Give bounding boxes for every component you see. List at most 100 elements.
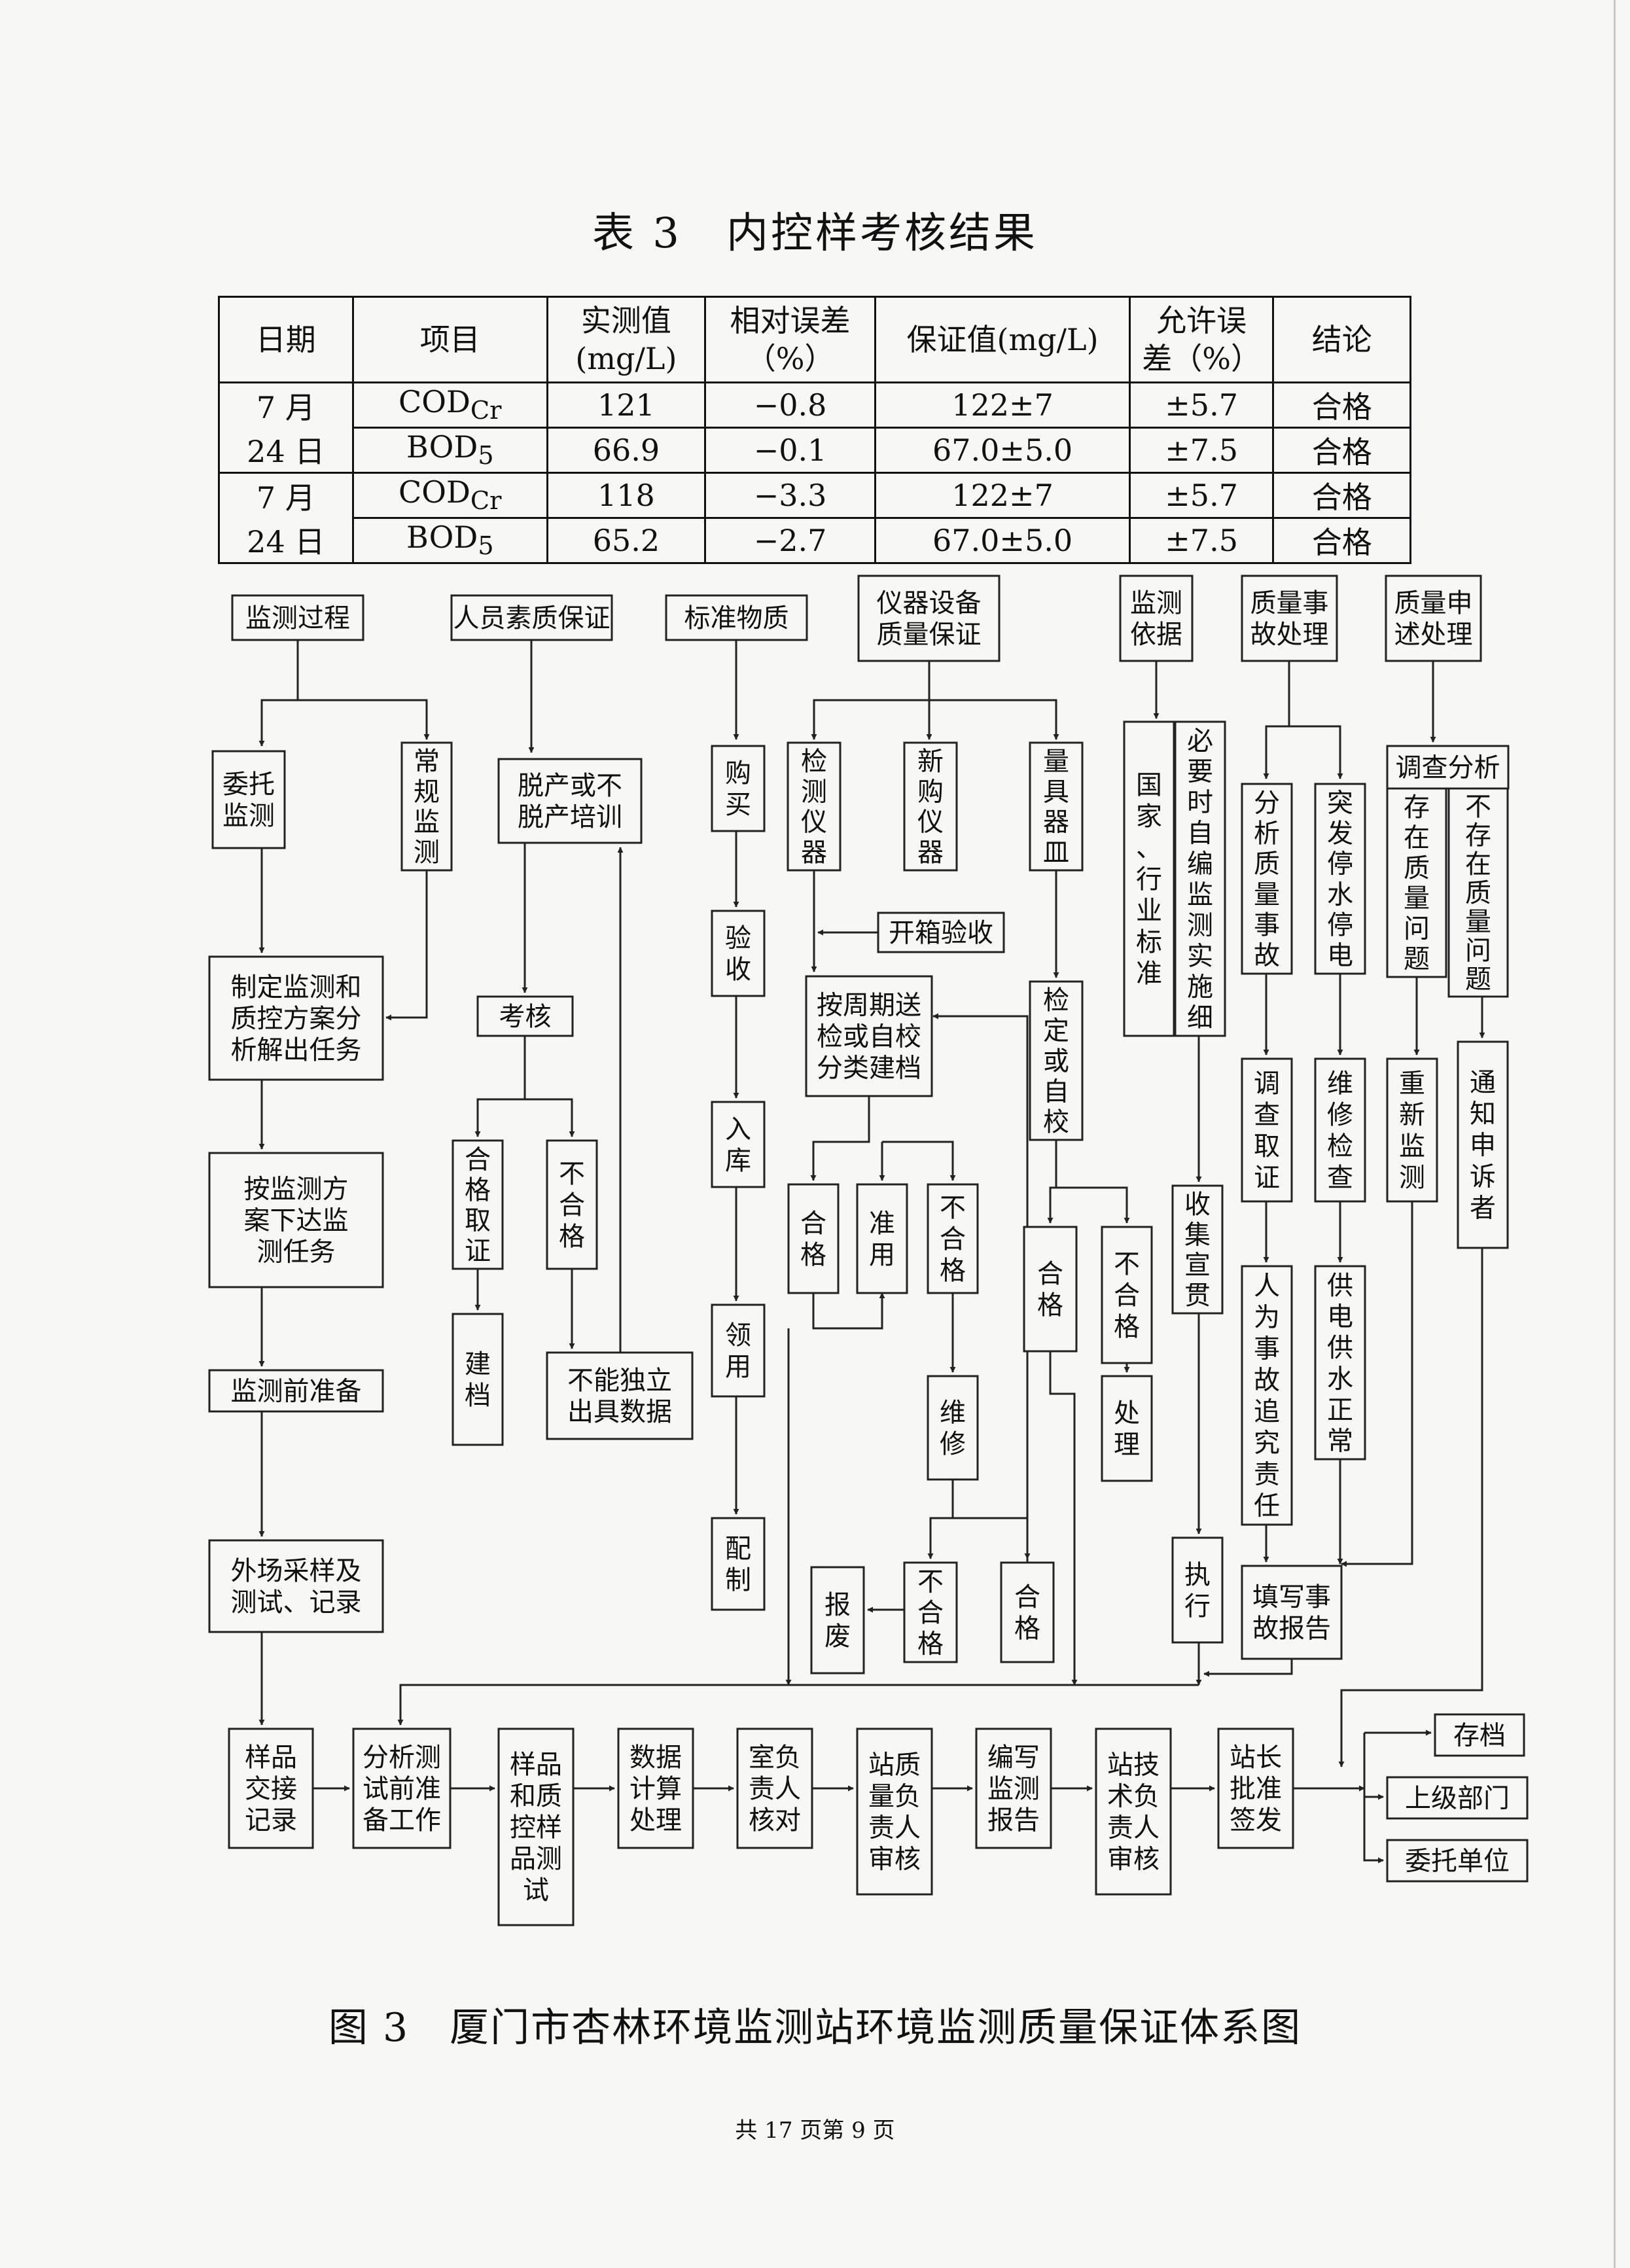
box-label: 不合格 — [559, 1159, 585, 1252]
flow-arrow — [1203, 1659, 1293, 1677]
box-frame — [497, 1728, 575, 1926]
box-label: 站长批准签发 — [1230, 1743, 1282, 1835]
box-distribute: 配制 — [711, 1517, 766, 1611]
box-label: 维修检查 — [1327, 1069, 1353, 1193]
box-no-problem: 不存在质量问题 — [1447, 787, 1509, 998]
box-quality-complaint: 质量申述处理 — [1385, 575, 1482, 662]
box-label: 合格 — [1014, 1582, 1040, 1644]
box-frame — [1241, 1565, 1343, 1660]
box-frame — [1314, 1265, 1366, 1461]
conclusion-cell: 合格 — [1272, 381, 1411, 429]
box-label: 建档 — [465, 1349, 491, 1411]
page-number: 共 17 页第 9 页 — [735, 2117, 895, 2144]
box-frame — [1171, 1536, 1224, 1644]
box-frame — [711, 1303, 766, 1398]
box-frame — [546, 1351, 694, 1440]
guaranteed-cell: 67.0±5.0 — [874, 427, 1131, 474]
col-header: 结论 — [1272, 296, 1411, 383]
box-frame — [711, 745, 766, 832]
box-pass-gauge: 合格 — [1023, 1226, 1078, 1353]
box-label: 国家、行业标准 — [1136, 770, 1162, 989]
box-frame — [1386, 1776, 1529, 1820]
box-label: 脱产或不脱产培训 — [518, 771, 622, 832]
flow-arrow — [1056, 1186, 1130, 1224]
box-archive-record: 建档 — [452, 1313, 504, 1446]
box-frame — [352, 1728, 452, 1849]
box-field-sampling: 外场采样及测试、记录 — [208, 1539, 384, 1633]
box-label: 监测过程 — [245, 603, 350, 633]
box-scrap: 报废 — [810, 1566, 865, 1674]
box-label: 上级部门 — [1405, 1784, 1510, 1814]
box-frame — [1029, 980, 1084, 1141]
col-header: 允许误 差（%） — [1128, 296, 1275, 383]
page-edge — [1614, 0, 1616, 2268]
box-repair-check: 维修检查 — [1314, 1057, 1366, 1203]
flow-arrow — [1338, 1248, 1483, 1767]
box-repair: 维修 — [927, 1375, 979, 1481]
allowed-cell: ±7.5 — [1128, 427, 1275, 474]
box-label: 开箱验收 — [889, 918, 993, 948]
box-label: 不合格 — [1114, 1249, 1140, 1342]
box-frame — [711, 1517, 766, 1611]
box-label: 处理 — [1114, 1398, 1140, 1460]
box-fail-assessment: 不合格 — [546, 1139, 598, 1270]
flow-arrow — [525, 1098, 575, 1137]
box-cannot-issue: 不能独立出具数据 — [546, 1351, 694, 1440]
box-quality-accident: 质量事故处理 — [1241, 575, 1338, 662]
box-frame — [208, 1152, 384, 1288]
allowed-cell: ±5.7 — [1128, 381, 1275, 429]
box-frame — [1119, 575, 1194, 662]
box-label: 购买 — [725, 758, 751, 820]
box-frame — [1241, 1057, 1293, 1203]
box-limited-use: 准用 — [856, 1183, 908, 1294]
box-label: 按周期送检或自校分类建档 — [817, 991, 921, 1084]
table-row: 7 月 CODCr 121 −0.8 122±7 ±5.7 合格 — [218, 381, 1411, 429]
box-frame — [857, 575, 1001, 662]
table-header-row: 日期 项目 实测值 (mg/L) 相对误差 （%） 保证值(mg/L) 允许误 … — [218, 296, 1411, 383]
box-label: 监测依据 — [1130, 588, 1182, 650]
box-collect-publicize: 收集宣贯 — [1171, 1184, 1224, 1315]
box-label: 人员素质保证 — [453, 603, 611, 633]
date-cell: 7 月 — [218, 381, 354, 428]
box-label: 站质量负责人审核 — [868, 1750, 921, 1875]
box-accountability: 人为事故追究责任 — [1241, 1265, 1293, 1526]
box-pre-analysis-prep: 分析测试前准备工作 — [352, 1728, 452, 1849]
box-frame — [1123, 720, 1175, 1037]
box-frame — [208, 1539, 384, 1633]
flow-arrow — [1289, 725, 1343, 779]
box-archive: 存档 — [1434, 1713, 1525, 1757]
item-cell: CODCr — [351, 472, 549, 519]
col-header: 保证值(mg/L) — [874, 296, 1131, 383]
table-row: 24 日 BOD5 66.9 −0.1 67.0±5.0 ±7.5 合格 — [218, 427, 1411, 474]
box-frame — [856, 1728, 933, 1896]
box-frame — [1000, 1561, 1055, 1663]
box-label: 编写监测报告 — [987, 1743, 1040, 1835]
item-cell: BOD5 — [351, 427, 549, 474]
box-instrument-qa: 仪器设备质量保证 — [857, 575, 1001, 662]
box-standard-material: 标准物质 — [665, 594, 808, 641]
flow-arrow — [1341, 1201, 1413, 1567]
rel-error-cell: −2.7 — [703, 517, 877, 564]
box-frame — [810, 1566, 865, 1674]
box-frame — [208, 955, 384, 1081]
flow-arrow — [1047, 1140, 1057, 1224]
box-issue-task: 按监测方案下达监测任务 — [208, 1152, 384, 1288]
box-superior-dept: 上级部门 — [1386, 1776, 1529, 1820]
box-frame — [1101, 1375, 1153, 1482]
box-frame — [400, 741, 453, 872]
box-label: 质量事故处理 — [1250, 588, 1329, 650]
date-cell: 7 月 — [218, 472, 354, 518]
box-label: 常规监测 — [414, 747, 440, 868]
rel-error-cell: −0.8 — [703, 381, 877, 429]
box-training: 脱产或不脱产培训 — [497, 758, 643, 844]
guaranteed-cell: 122±7 — [874, 472, 1131, 519]
box-frame — [1314, 1057, 1366, 1203]
box-label: 入库 — [725, 1114, 751, 1176]
allowed-cell: ±7.5 — [1128, 517, 1275, 564]
box-gauges: 量具器皿 — [1029, 741, 1084, 872]
box-frame — [1023, 1226, 1078, 1353]
box-label: 合格取证 — [465, 1144, 491, 1266]
box-frame — [805, 975, 933, 1097]
box-frame — [927, 1183, 979, 1294]
box-label: 调查取证 — [1254, 1069, 1280, 1193]
